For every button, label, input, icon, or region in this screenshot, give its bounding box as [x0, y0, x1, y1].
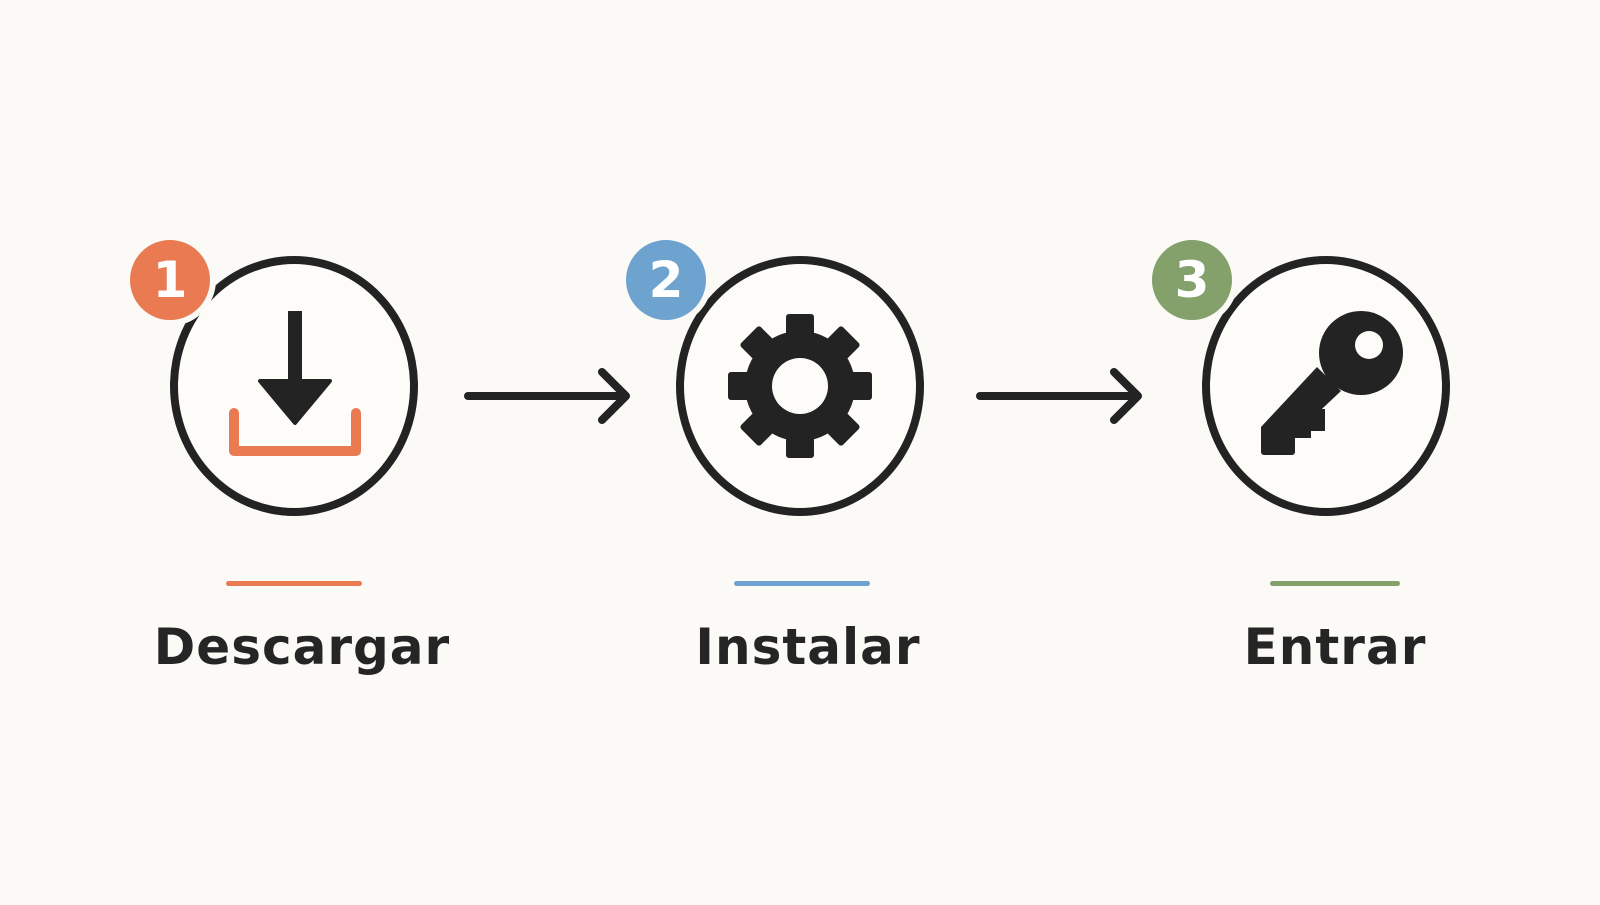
download-tray [229, 408, 361, 456]
arrow-right-icon [464, 368, 630, 424]
step-3-underline [1270, 581, 1400, 586]
gear-icon [728, 314, 872, 458]
download-icon [229, 311, 361, 456]
step-3-badge: 3 [1146, 234, 1238, 326]
arrow-right-icon [976, 368, 1142, 424]
step-1-label: Descargar [153, 618, 451, 676]
step-1-underline [226, 581, 362, 586]
step-2-circle [676, 256, 924, 516]
step-1-badge: 1 [124, 234, 216, 326]
key-icon [1261, 311, 1403, 455]
step-3-label: Entrar [1243, 618, 1427, 676]
step-2-label: Instalar [695, 618, 921, 676]
step-2-underline [734, 581, 870, 586]
step-3-circle [1202, 256, 1450, 516]
step-2-badge: 2 [620, 234, 712, 326]
